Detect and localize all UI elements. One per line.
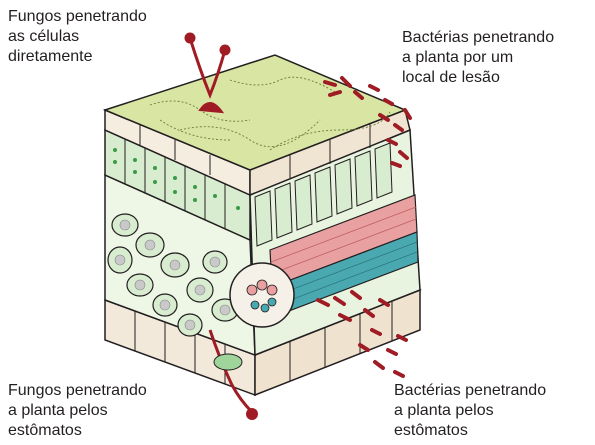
leaf-cross-section-diagram	[0, 0, 595, 445]
